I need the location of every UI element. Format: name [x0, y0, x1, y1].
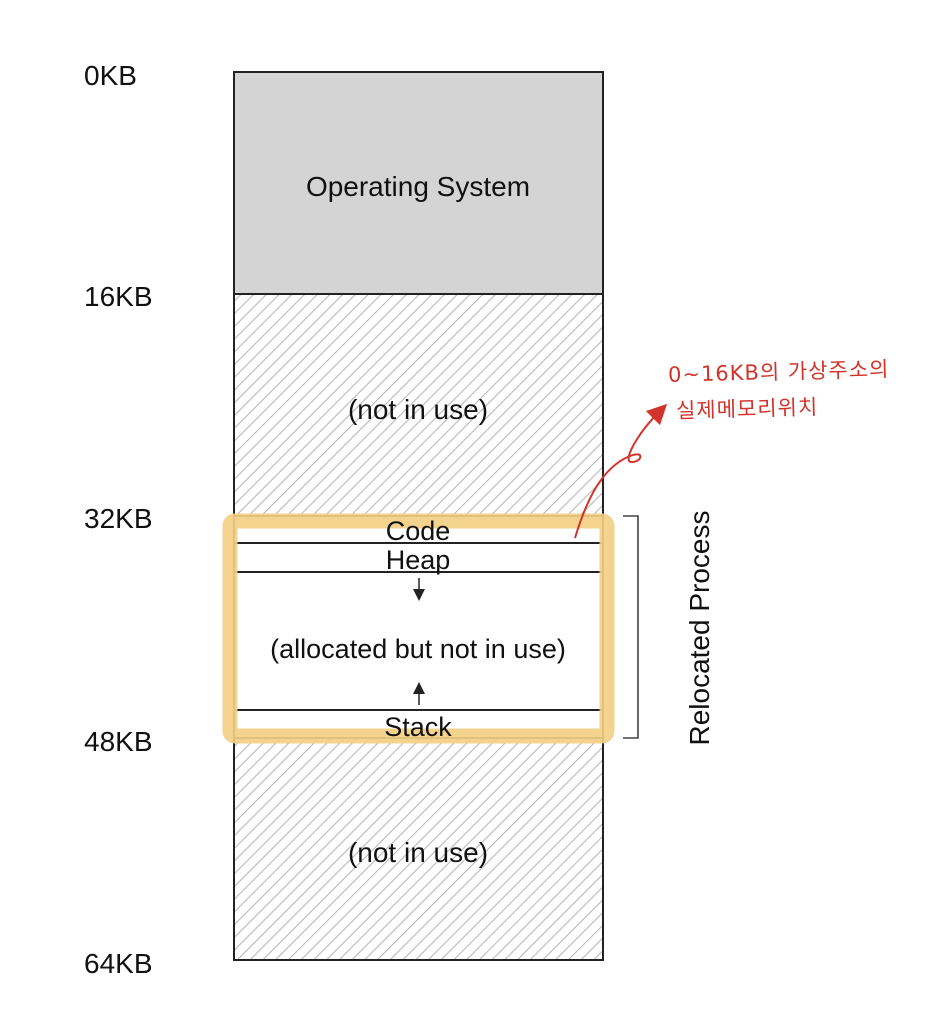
unused-label-upper: (not in use) [348, 394, 488, 425]
os-label: Operating System [306, 171, 530, 202]
address-64kb: 64KB [84, 948, 153, 979]
stack-label: Stack [384, 712, 452, 742]
address-48kb: 48KB [84, 726, 153, 757]
unused-label-lower: (not in use) [348, 837, 488, 868]
os-region [233, 71, 604, 295]
relocated-process-label: Relocated Process [684, 510, 715, 746]
annotation-arrow [574, 403, 668, 539]
process-bracket [623, 515, 639, 739]
unused-region-lower [233, 737, 604, 961]
highlight-frame [222, 513, 615, 744]
annotation-line-2: 실제메모리위치 [675, 395, 819, 423]
unused-region-upper [233, 293, 604, 517]
code-label: Code [386, 516, 451, 546]
address-0kb: 0KB [84, 60, 137, 91]
address-16kb: 16KB [84, 281, 153, 312]
heap-label: Heap [386, 545, 451, 575]
annotation-line-1: 0~16KB의 가상주소의 [667, 357, 890, 387]
allocated-label: (allocated but not in use) [270, 634, 566, 664]
address-32kb: 32KB [84, 503, 153, 534]
